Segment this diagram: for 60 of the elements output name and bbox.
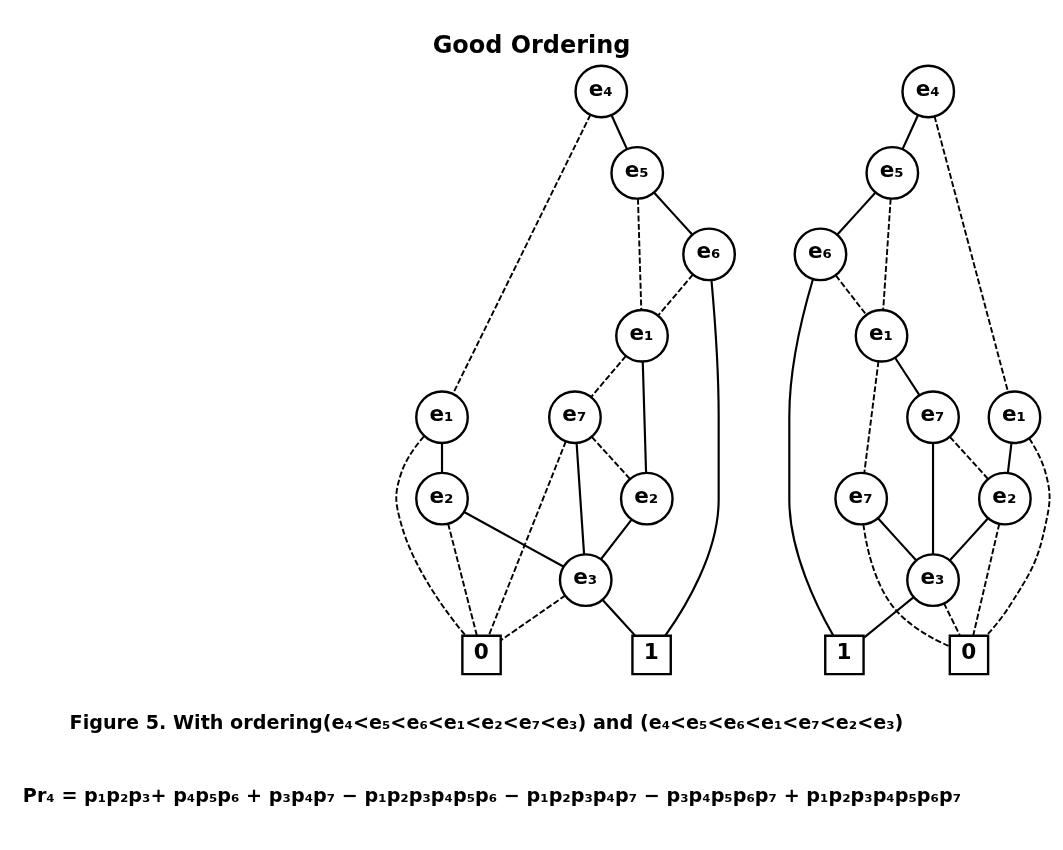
node-box: 0 — [948, 634, 990, 676]
node-box: 0 — [461, 634, 502, 676]
connector — [788, 278, 835, 637]
node-circle: e₇ — [906, 390, 960, 445]
connector — [440, 443, 444, 473]
node-circle: e₁ — [415, 390, 469, 445]
node-box: 1 — [824, 634, 865, 676]
node-circle: e₅ — [610, 145, 665, 200]
node-circle: e₇ — [548, 390, 602, 445]
node-circle: e₆ — [793, 227, 848, 282]
node-circle: e₂ — [977, 471, 1032, 526]
node-circle: e₄ — [574, 64, 629, 119]
connector — [985, 437, 1051, 637]
connector — [591, 436, 631, 480]
node-circle: e₇ — [834, 471, 889, 526]
connector — [834, 274, 868, 316]
connector — [972, 522, 1001, 637]
connector — [395, 435, 467, 637]
connector — [590, 355, 627, 398]
caption: Figure 5. With ordering(e₄<e₅<e₆<e₁<e₂<e₇<e₃) and (e₄<e₅<e₆<e₁<e₇<e₂<e₃) — [69, 710, 904, 734]
connector — [949, 436, 989, 480]
connector — [1006, 442, 1013, 473]
connector — [882, 197, 892, 311]
node-circle: e₂ — [619, 471, 674, 526]
connector — [657, 273, 694, 317]
connector — [600, 519, 633, 560]
connector — [500, 594, 567, 642]
connector — [931, 443, 935, 554]
node-circle: e₃ — [906, 553, 960, 608]
label: Pr₄ = p₁p₂p₃+ p₄p₅p₆ + p₃p₄p₇ − p₁p₂p₃p₄p₅p₆ − p₁p₂p₃p₄p₇ − p₃p₄p₅p₆p₇ + p₁p₂p₃p₄p₅p₆p₇ — [22, 784, 962, 808]
connector — [641, 361, 648, 473]
node-box: 1 — [631, 634, 672, 676]
node-circle: e₂ — [415, 471, 469, 526]
node-circle: e₁ — [615, 308, 669, 363]
node-circle: e₃ — [558, 553, 613, 608]
connector — [487, 440, 567, 637]
connector — [452, 113, 592, 395]
node-circle: e₁ — [987, 390, 1042, 445]
connector — [575, 443, 586, 554]
connector — [610, 115, 628, 150]
node-circle: e₅ — [865, 145, 920, 200]
connector — [863, 360, 880, 474]
connector — [862, 523, 951, 648]
connector — [949, 517, 989, 561]
node-circle: e₄ — [901, 64, 956, 119]
diagram-title: Good Ordering — [432, 30, 631, 59]
node-circle: e₁ — [854, 308, 909, 363]
node-circle: e₆ — [682, 227, 737, 282]
connector — [863, 596, 915, 639]
connector — [901, 115, 919, 150]
connector — [877, 517, 917, 561]
connector — [653, 192, 693, 236]
connector — [463, 511, 564, 568]
connector — [836, 192, 877, 236]
connector — [637, 197, 643, 311]
connector — [601, 599, 636, 637]
connector — [664, 279, 720, 637]
connector — [447, 522, 478, 637]
connector — [894, 357, 921, 396]
connector — [943, 602, 961, 637]
